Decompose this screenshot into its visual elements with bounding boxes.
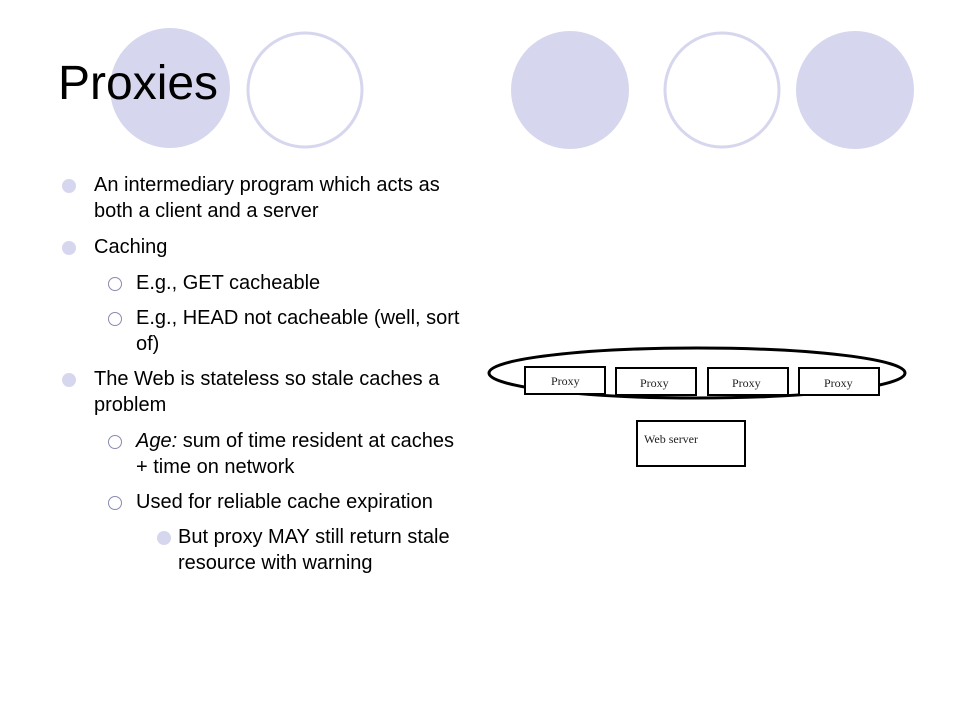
emphasis-term: Age: [136,430,178,452]
bullet-text: An intermediary program which acts as bo… [94,174,440,222]
bullet-text: Caching [94,236,168,258]
proxy-box-3 [707,367,789,396]
web-server-label: Web server [644,432,698,446]
proxy-label-3: Proxy [732,376,761,390]
proxy-box-2 [615,367,697,396]
sub-bullet-item: E.g., GET cacheable [60,270,470,296]
decor-circle-filled-3 [796,31,914,149]
proxy-box-1 [524,366,606,395]
proxy-group-ellipse [487,346,907,400]
bullet-text: But proxy MAY still return stale resourc… [178,526,450,574]
hollow-circle-bullet-icon [108,496,122,510]
bullet-dot-icon [62,241,76,255]
bullet-list: An intermediary program which acts as bo… [60,172,470,584]
hollow-circle-bullet-icon [108,312,122,326]
web-server-box [636,420,746,467]
sub-bullet-item: E.g., HEAD not cacheable (well, sort of) [60,305,470,357]
bullet-text: Used for reliable cache expiration [136,491,433,513]
decor-circle-filled-1 [110,28,230,148]
bullet-item: Caching [60,234,470,260]
bullet-text: E.g., GET cacheable [136,272,321,294]
bullet-text-rest: sum of time resident at caches + time on… [136,430,454,478]
decor-circle-outline-1 [246,31,364,149]
proxy-label-2: Proxy [640,376,669,390]
bullet-dot-icon [157,531,171,545]
bullet-text: E.g., HEAD not cacheable (well, sort of) [136,307,460,355]
bullet-item: The Web is stateless so stale caches a p… [60,366,470,418]
bullet-text: Age: sum of time resident at caches + ti… [136,428,470,480]
proxy-label-4: Proxy [824,376,853,390]
hollow-circle-bullet-icon [108,277,122,291]
bullet-text: The Web is stateless so stale caches a p… [94,368,440,416]
hollow-circle-bullet-icon [108,435,122,449]
decor-circle-outline-2 [663,31,781,149]
slide-title: Proxies [58,57,219,110]
proxy-label-1: Proxy [551,374,580,388]
sub-bullet-item: Used for reliable cache expiration [60,489,470,515]
decor-circle-filled-2 [511,31,629,149]
proxy-box-4 [798,367,880,396]
sub-sub-bullet-item: But proxy MAY still return stale resourc… [60,524,470,576]
bullet-dot-icon [62,373,76,387]
decorative-circles [110,28,914,149]
bullet-dot-icon [62,179,76,193]
bullet-item: An intermediary program which acts as bo… [60,172,470,224]
sub-bullet-item: Age: sum of time resident at caches + ti… [60,428,470,480]
proxy-diagram: Proxy Proxy Proxy Proxy Web server [487,346,907,467]
